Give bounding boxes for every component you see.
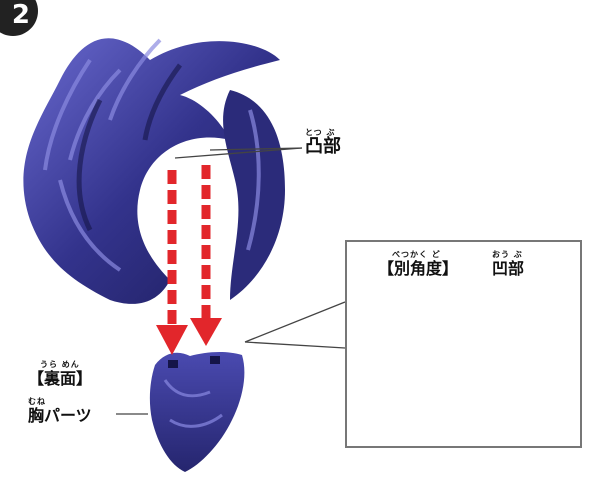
back-side-label: うら めん 【裏面】: [28, 360, 92, 389]
back-side-text: 【裏面】: [28, 369, 93, 388]
chest-part-ruby: むね: [28, 397, 46, 406]
detail-view-box: [345, 240, 582, 448]
chest-part-label: むね 胸パーツ: [28, 397, 92, 426]
step-number-badge: 2: [0, 0, 38, 36]
other-angle-text: 【別角度】: [378, 259, 459, 278]
wing-part: [23, 38, 285, 304]
other-angle-label: べつかく ど 【別角度】: [378, 250, 458, 279]
other-angle-ruby: べつかく ど: [392, 250, 441, 259]
leader-lines: [116, 147, 346, 415]
concave-label: おう ぶ 凹部: [492, 250, 524, 279]
convex-label: とつ ぶ 凸部: [305, 128, 341, 157]
chest-part: [149, 352, 245, 472]
concave-text: 凹部: [492, 259, 525, 278]
concave-ruby: おう ぶ: [492, 250, 523, 259]
insert-arrows: [156, 165, 222, 355]
back-side-ruby: うら めん: [40, 360, 80, 369]
step-number: 2: [11, 0, 30, 30]
convex-ruby: とつ ぶ: [305, 128, 336, 137]
chest-part-text: 胸パーツ: [28, 406, 92, 425]
convex-text: 凸部: [305, 136, 341, 157]
